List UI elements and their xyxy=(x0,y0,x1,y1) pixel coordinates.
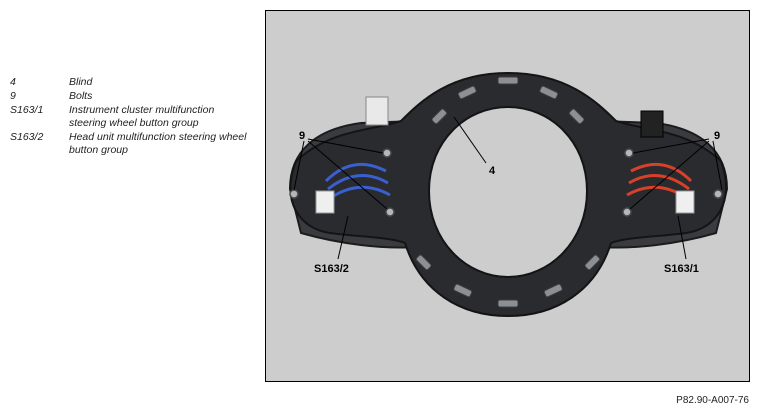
callout-bolts-right: 9 xyxy=(714,130,720,142)
callout-blind: 4 xyxy=(489,165,496,177)
left-plug xyxy=(315,190,335,214)
legend-text: Instrument cluster multifunction steerin… xyxy=(69,104,215,129)
leader-lines xyxy=(293,116,723,260)
legend-row: 9 Bolts xyxy=(10,90,249,103)
left-wiring xyxy=(324,162,391,199)
legend-key: 4 xyxy=(10,76,16,88)
right-connector xyxy=(640,110,664,138)
legend-row: 4 Blind xyxy=(10,76,249,89)
figure-id: P82.90-A007-76 xyxy=(676,395,749,406)
right-plug xyxy=(675,190,695,214)
component-photo: 9 9 4 S163/2 S163/1 xyxy=(265,10,750,382)
callout-button-group-right: S163/1 xyxy=(664,263,699,275)
legend-text: Blind xyxy=(69,76,93,88)
legend-text: Bolts xyxy=(69,90,93,102)
legend: 4 Blind 9 Bolts S163/1 Instrument cluste… xyxy=(10,76,249,158)
callout-bolts-left: 9 xyxy=(299,130,305,142)
blind-frame xyxy=(289,71,727,318)
legend-key: S163/1 xyxy=(10,104,44,116)
ring-clips xyxy=(415,76,601,308)
component-illustration: 9 9 4 S163/2 S163/1 xyxy=(288,71,729,318)
left-connector xyxy=(365,96,389,126)
callout-button-group-left: S163/2 xyxy=(314,263,349,275)
legend-key: S163/2 xyxy=(10,131,44,143)
legend-row: S163/2 Head unit multifunction steering … xyxy=(10,131,249,157)
legend-key: 9 xyxy=(10,90,16,102)
legend-row: S163/1 Instrument cluster multifunction … xyxy=(10,104,249,130)
legend-text: Head unit multifunction steering wheel b… xyxy=(69,131,247,156)
